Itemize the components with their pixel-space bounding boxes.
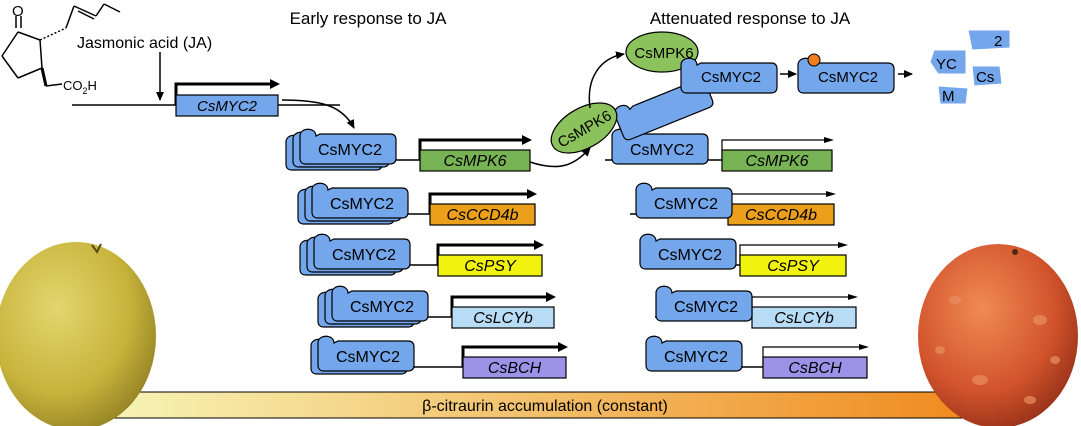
early-tss-head-3	[546, 292, 556, 302]
early-gene-box-csbch	[462, 356, 567, 379]
ketone-oxygen: O	[12, 3, 24, 20]
late-myc2-label-3: CsMYC2	[674, 299, 738, 316]
late-row-cslcyb: CsLCYb CsMYC2	[655, 285, 858, 329]
late-row-csmpk6: CsMPK6 CsMYC2	[605, 128, 834, 172]
early-row-csccd4b: CsCCD4b CsMYC2	[297, 182, 537, 226]
mpk6-myc2-complex: CsMPK6	[550, 72, 716, 154]
late-row-cspsy: CsPSY CsMYC2	[639, 233, 848, 277]
early-myc2-label-2: CsMYC2	[332, 247, 396, 264]
early-myc2-label-0: CsMYC2	[318, 142, 382, 159]
early-gene-label-csbch: CsBCH	[488, 360, 542, 377]
early-tss-head-0	[522, 135, 532, 145]
fragment-text-3: Cs	[976, 69, 994, 86]
late-gene-label-csbch: CsBCH	[788, 360, 842, 377]
early-myc2-label-1: CsMYC2	[330, 196, 394, 213]
myc2-phosphorylated-label: CsMYC2	[818, 69, 878, 86]
late-tss-head-1	[826, 191, 836, 197]
early-gene-box-csccd4b	[429, 203, 536, 226]
mpk6-kinase-bound	[550, 102, 618, 154]
early-row-csmpk6: CsMPK6 CsMYC2	[285, 128, 532, 172]
early-row-csbch: CsBCH CsMYC2	[310, 335, 568, 379]
late-tss-head-2	[838, 242, 848, 248]
myc2-gene-box	[175, 94, 279, 117]
jasmonic-acid-label: Jasmonic acid (JA)	[77, 35, 212, 52]
orange-fruit-image	[918, 244, 1078, 426]
jasmonic-acid-structure	[1, 3, 121, 87]
late-gene-label-csccd4b: CsCCD4b	[745, 207, 817, 224]
early-response-rows: CsMPK6CsMYC2CsCCD4bCsMYC2CsPSYCsMYC2CsLC…	[285, 128, 568, 379]
mpk6-kinase-top-label: CsMPK6	[634, 45, 693, 62]
accumulation-label: β-citraurin accumulation (constant)	[422, 398, 668, 415]
late-tss-head-3	[848, 294, 858, 300]
carboxyl-label: CO2H	[63, 78, 97, 96]
early-gene-label-csmpk6: CsMPK6	[443, 153, 506, 170]
late-tss-head-0	[824, 137, 834, 143]
phosphate-group	[807, 53, 821, 67]
myc2-gene-label: CsMYC2	[197, 98, 258, 115]
fragment-text-4: M	[942, 88, 955, 105]
attenuated-response-rows: CsMPK6CsMYC2CsCCD4bCsMYC2CsPSYCsMYC2CsLC…	[605, 128, 869, 379]
late-myc2-label-1: CsMYC2	[654, 196, 718, 213]
early-row-cslcyb: CsLCYb CsMYC2	[317, 285, 556, 329]
early-gene-label-cspsy: CsPSY	[464, 258, 517, 275]
accumulation-bar	[94, 391, 1008, 419]
early-tss-head-2	[534, 240, 544, 250]
early-gene-label-cslcyb: CsLCYb	[473, 310, 533, 327]
late-tss-head-4	[859, 344, 869, 350]
late-row-csccd4b: CsCCD4b CsMYC2	[630, 182, 836, 226]
myc2-target-label: CsMYC2	[701, 69, 761, 86]
late-gene-label-cslcyb: CsLCYb	[774, 310, 834, 327]
early-tss-head-1	[527, 189, 537, 199]
fragment-text-2: 2	[994, 33, 1002, 50]
early-gene-box-cslcyb	[451, 306, 555, 329]
fragment-text-1: YC	[936, 56, 957, 73]
early-row-cspsy: CsPSY CsMYC2	[299, 233, 544, 277]
late-myc2-label-0: CsMYC2	[630, 142, 694, 159]
pale-fruit-image	[0, 242, 156, 426]
degraded-myc2-fragments: YC 2 Cs M	[929, 29, 1011, 105]
early-tss-head-4	[558, 342, 568, 352]
early-gene-label-csccd4b: CsCCD4b	[446, 207, 518, 224]
early-myc2-label-4: CsMYC2	[336, 349, 400, 366]
late-gene-box-csbch	[762, 356, 868, 379]
late-gene-box-csmpk6	[721, 149, 833, 172]
early-gene-box-cspsy	[437, 254, 543, 277]
mpk6-production-arrow	[529, 147, 591, 168]
late-gene-label-cspsy: CsPSY	[767, 258, 820, 275]
early-response-heading: Early response to JA	[290, 9, 448, 28]
late-row-csbch: CsBCH CsMYC2	[645, 335, 869, 379]
early-gene-box-csmpk6	[419, 149, 531, 172]
attenuated-response-heading: Attenuated response to JA	[650, 9, 851, 28]
phosphorylation-arrow	[588, 51, 625, 109]
translation-arrow	[281, 99, 355, 129]
late-myc2-label-4: CsMYC2	[664, 349, 728, 366]
late-myc2-label-2: CsMYC2	[658, 247, 722, 264]
late-gene-label-csmpk6: CsMPK6	[745, 153, 808, 170]
late-gene-box-cspsy	[739, 254, 847, 277]
early-myc2-label-3: CsMYC2	[350, 299, 414, 316]
mpk6-kinase-top	[625, 31, 699, 73]
